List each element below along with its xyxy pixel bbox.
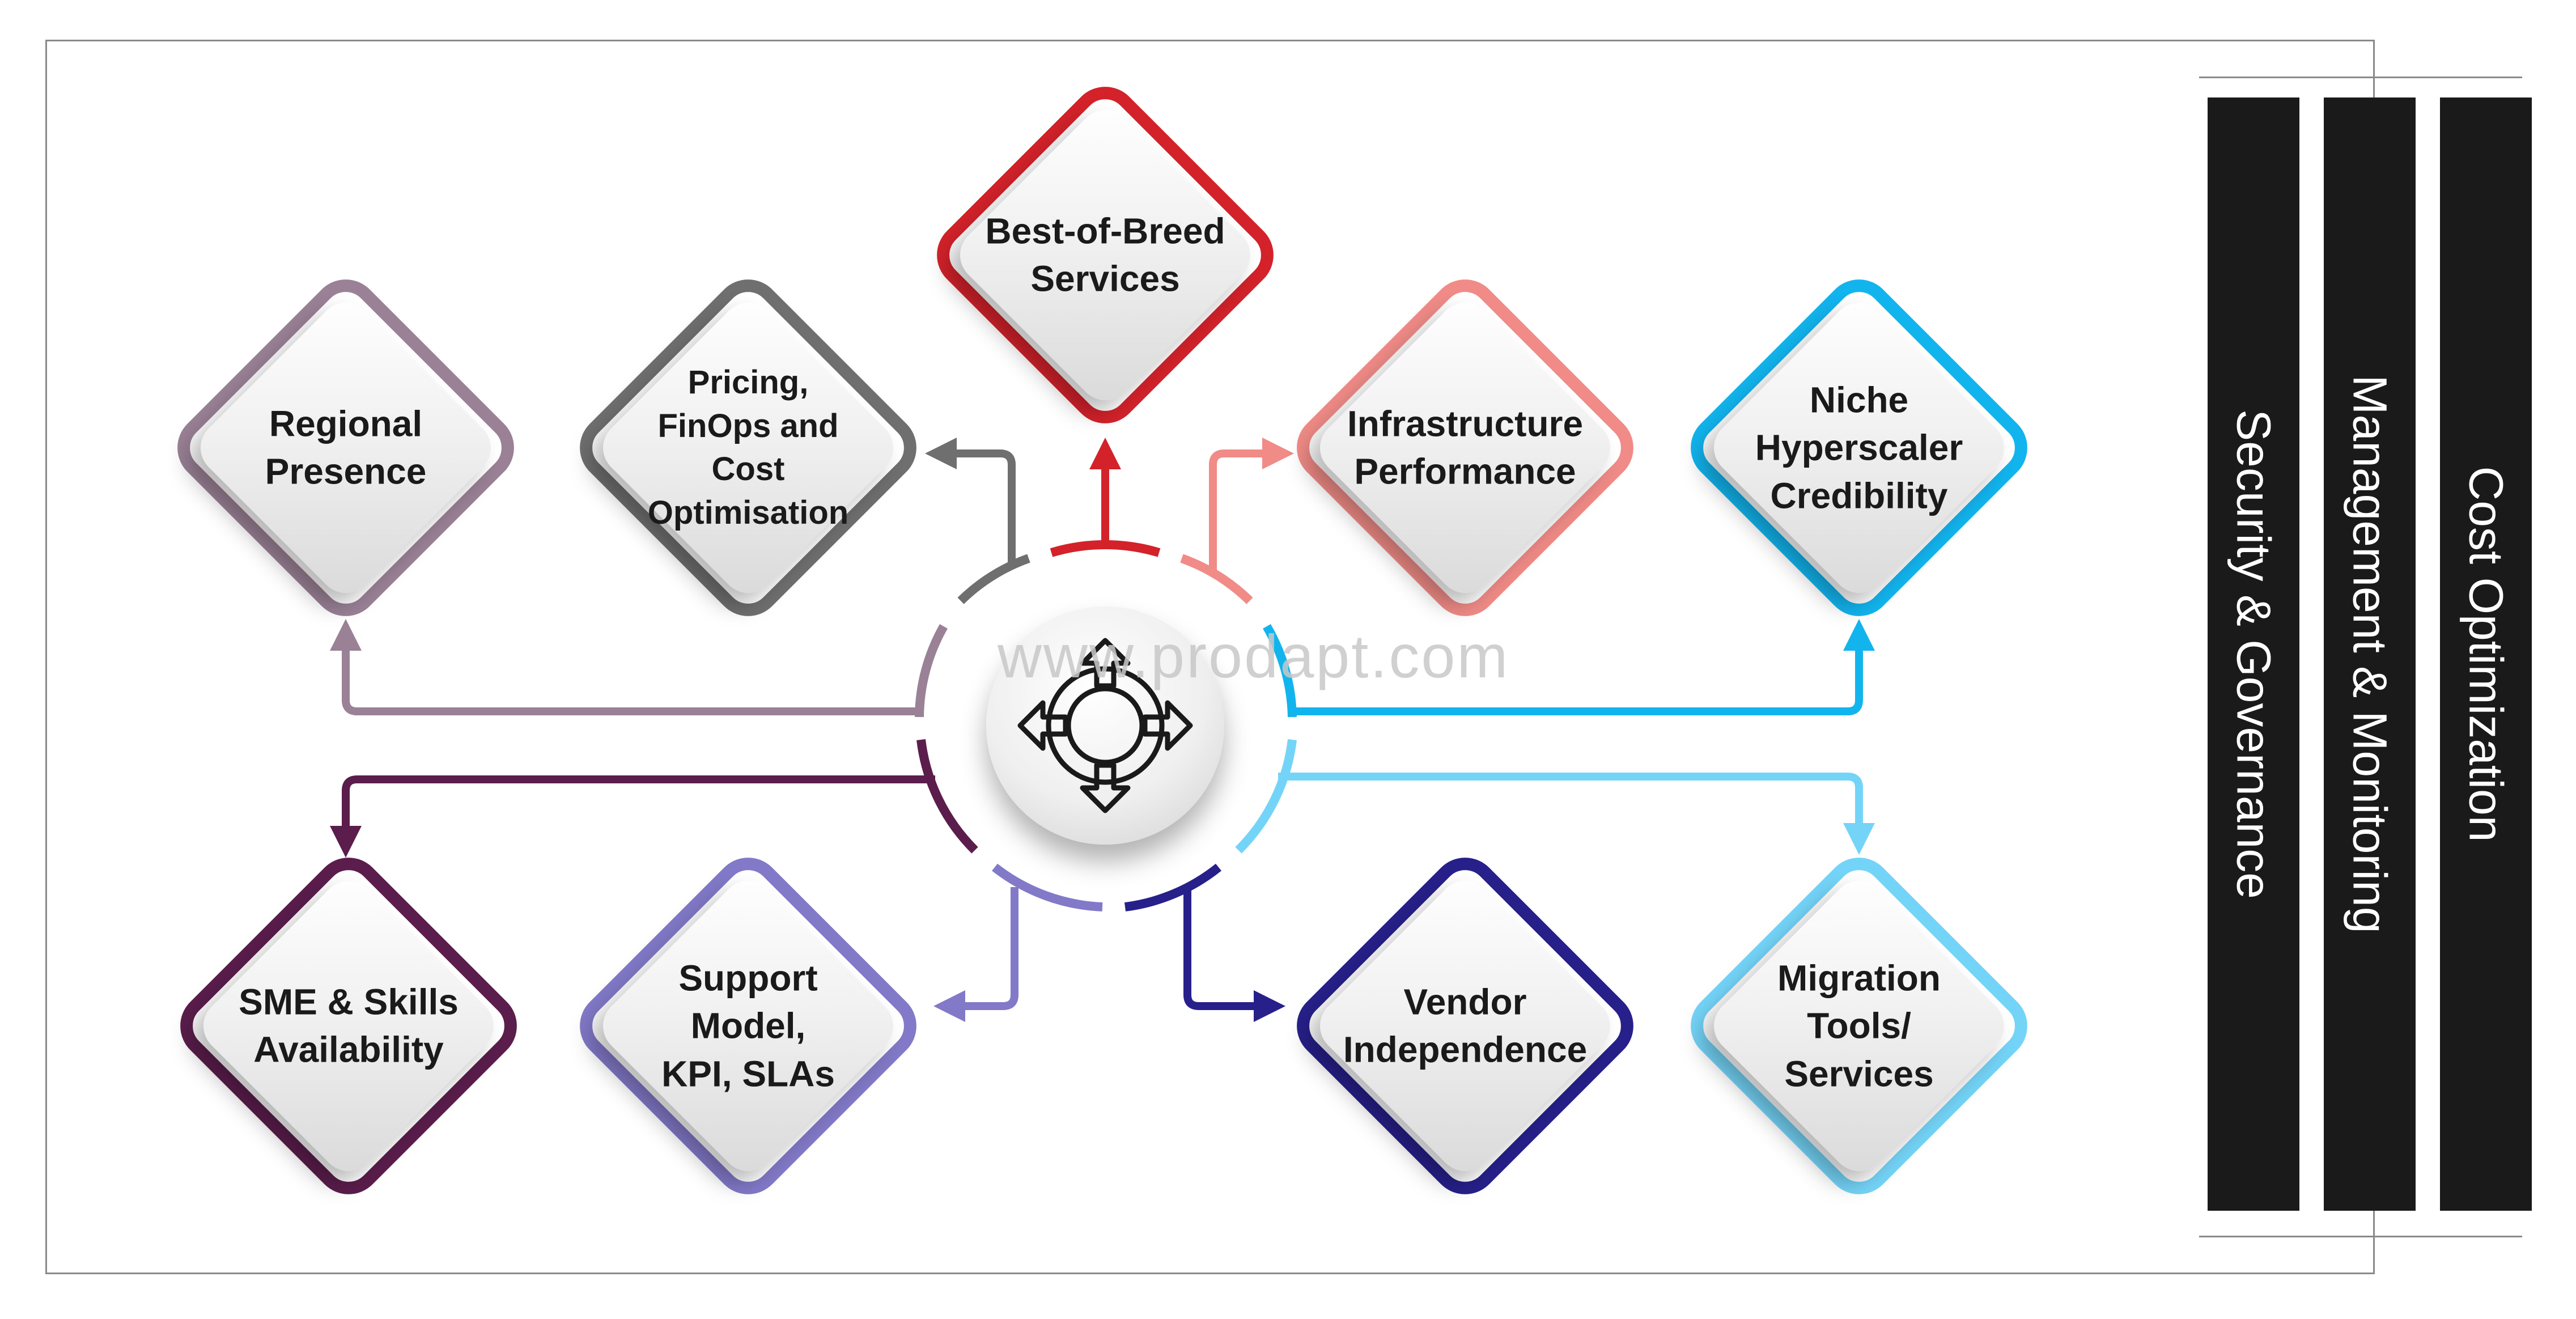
node-label: Regional Presence [265, 403, 427, 492]
ring-segment-red [1050, 540, 1161, 557]
pillars-top-line [2199, 77, 2522, 78]
node-niche-hyperscaler: Niche Hyperscaler Credibility [1677, 265, 2042, 630]
ring-segment-lavender [992, 863, 1103, 911]
node-support-model: Support Model, KPI, SLAs [566, 843, 931, 1208]
node-label: Support Model, KPI, SLAs [661, 957, 835, 1095]
ring-segment-sky [1235, 739, 1297, 854]
ring-segment-grey [957, 554, 1030, 604]
node-label: Best-of-Breed Services [985, 210, 1225, 299]
pillar-management-monitoring: Management & Monitoring [2324, 97, 2416, 1211]
node-label: Vendor Independence [1343, 981, 1588, 1070]
arrows [330, 438, 1875, 1022]
arrow-migration [1278, 773, 1875, 855]
move-arrows-icon [1017, 638, 1193, 813]
ring-segment-blue [1263, 624, 1297, 718]
node-label: Migration Tools/ Services [1777, 957, 1941, 1095]
pillar-label: Security & Governance [2227, 409, 2281, 899]
ring-segment-mauve [915, 624, 948, 718]
pillar-label: Cost Optimization [2459, 466, 2513, 842]
hub-circle [986, 607, 1224, 845]
node-sme-skills: SME & Skills Availability [166, 843, 531, 1208]
arrow-vendor [1183, 890, 1285, 1022]
ring-segment-pink [1180, 554, 1253, 604]
node-label: Infrastructure Performance [1347, 403, 1584, 492]
ring-segment-navy [1124, 863, 1222, 911]
arrow-pricing [925, 438, 1016, 564]
watermark-text: www.prodapt.com [998, 622, 1510, 690]
arrow-infrastructure [1209, 438, 1294, 572]
node-pricing-finops: Pricing, FinOps and Cost Optimisation [566, 265, 931, 630]
pillars-bottom-line [2199, 1236, 2522, 1237]
hub-ring [915, 540, 1297, 911]
node-migration-tools: Migration Tools/ Services [1677, 843, 2042, 1208]
node-label: SME & Skills Availability [239, 981, 459, 1070]
node-label: Niche Hyperscaler Credibility [1755, 379, 1963, 516]
pillar-label: Management & Monitoring [2343, 375, 2397, 934]
pillar-security-governance: Security & Governance [2208, 97, 2299, 1211]
node-vendor-independence: Vendor Independence [1283, 843, 1648, 1208]
node-best-of-breed: Best-of-Breed Services [923, 73, 1288, 438]
arrow-niche [1289, 619, 1875, 715]
node-regional-presence: Regional Presence [163, 265, 528, 630]
arrow-support [933, 887, 1018, 1022]
node-label: Pricing, FinOps and Cost Optimisation [647, 363, 849, 531]
pillar-cost-optimization: Cost Optimization [2440, 97, 2532, 1211]
arrow-regional [330, 619, 921, 715]
ring-segment-plum [916, 739, 978, 854]
node-infrastructure-performance: Infrastructure Performance [1283, 265, 1648, 630]
arrow-sme [330, 775, 935, 858]
